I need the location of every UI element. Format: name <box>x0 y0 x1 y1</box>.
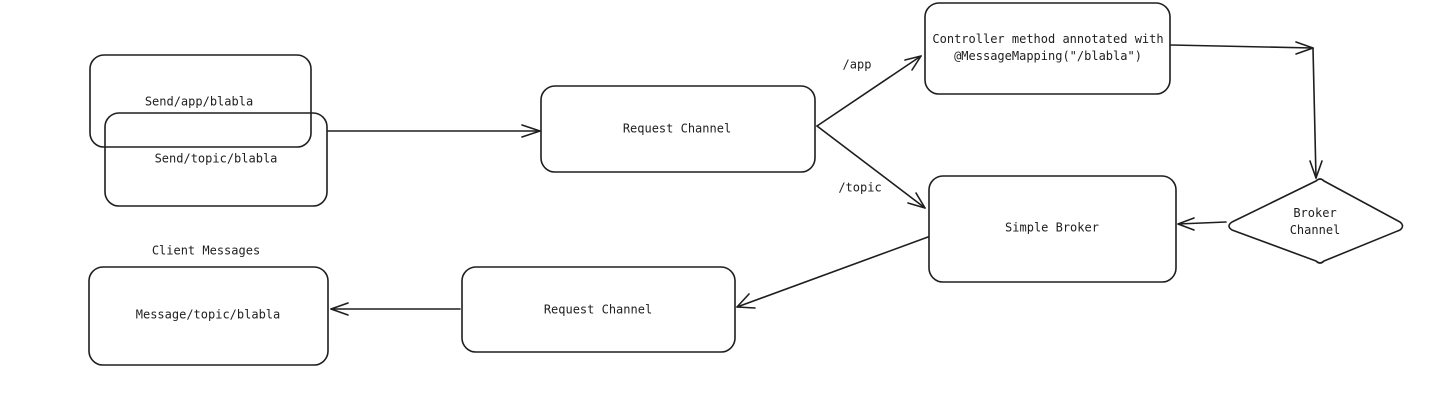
edge-down-to-broker-channel <box>1312 47 1317 179</box>
broker-channel-label: Broker Channel <box>1289 206 1341 237</box>
request-channel-top-label: Request Channel <box>622 121 732 136</box>
edge-simple-broker-to-request <box>736 236 929 308</box>
client-message-label: Message/topic/blabla <box>135 307 281 322</box>
edge-app <box>816 55 922 127</box>
request-channel-top-box <box>540 85 816 173</box>
client-message-box <box>88 266 329 366</box>
simple-broker-box <box>928 175 1177 283</box>
send-app-label: Send/app/blabla <box>144 94 254 109</box>
edge-app-head <box>904 55 922 71</box>
send-topic-label: Send/topic/blabla <box>154 151 278 166</box>
edge-label-topic: /topic <box>838 180 882 195</box>
request-channel-bottom-box <box>461 266 736 353</box>
edge-down-to-broker-channel-head <box>1309 160 1323 179</box>
edge-topic <box>816 125 926 209</box>
request-channel-bottom-label: Request Channel <box>543 302 653 317</box>
broker-channel-diamond <box>1228 178 1404 264</box>
edge-broker-channel-to-simple-broker-head <box>1177 217 1195 231</box>
group-title-client-messages: Client Messages <box>151 243 261 258</box>
simple-broker-label: Simple Broker <box>1005 220 1099 235</box>
edge-send-to-request-head <box>521 124 541 138</box>
send-app-box <box>89 54 312 148</box>
controller-label: Controller method annotated with @Messag… <box>932 32 1164 63</box>
edge-broker-channel-to-simple-broker <box>1177 221 1227 225</box>
send-topic-box <box>104 112 328 207</box>
edge-label-app: /app <box>842 57 872 72</box>
controller-box <box>924 2 1171 95</box>
edge-controller-out <box>1170 44 1314 49</box>
edge-simple-broker-to-request-head <box>736 293 756 309</box>
edge-topic-head <box>907 192 926 209</box>
edge-request-to-client-head <box>330 302 349 316</box>
